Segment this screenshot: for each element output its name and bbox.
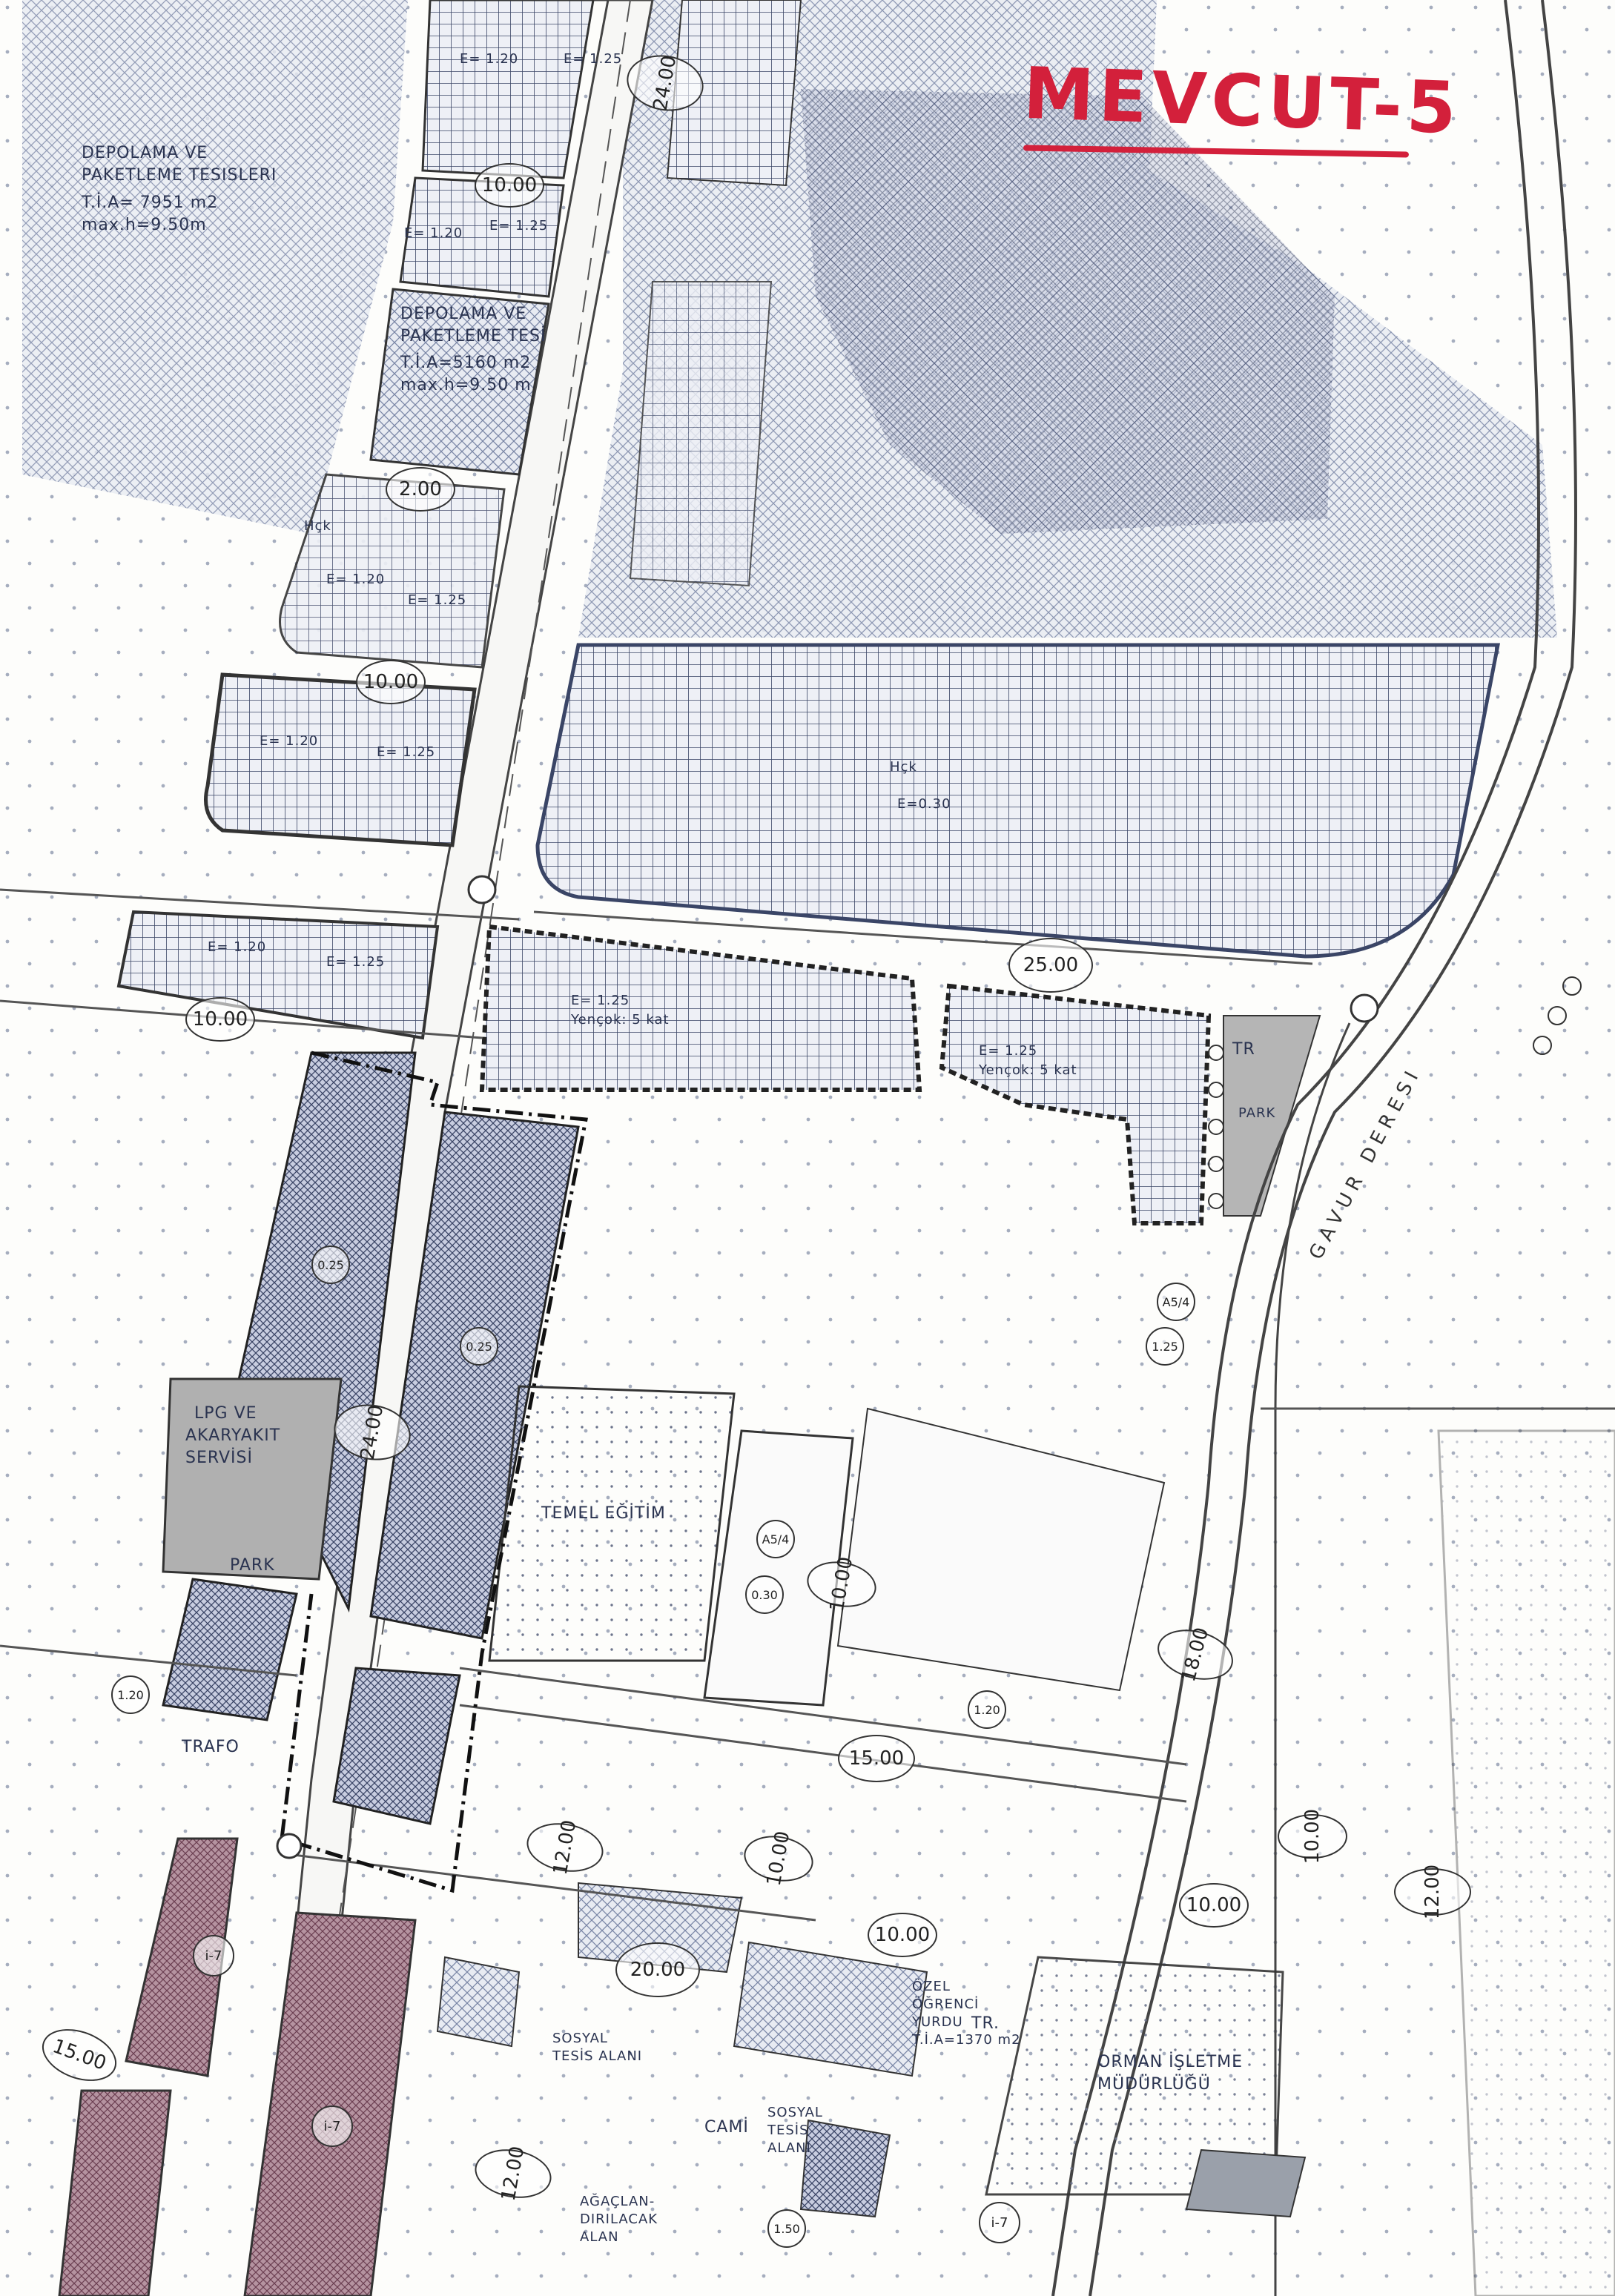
industrial-a: i-7 xyxy=(193,1935,234,1976)
road-width-10c: 10.00 xyxy=(185,997,255,1042)
hcm-label-a: Hçk xyxy=(890,759,917,775)
yurt-line1: ÖZEL xyxy=(912,1979,951,1994)
sosyal-alan-line1: SOSYAL xyxy=(767,2105,823,2120)
road-width-10f: 10.00 xyxy=(868,1913,937,1957)
density-e125-e: E= 1.25 xyxy=(326,954,386,970)
road-width-15a: 15.00 xyxy=(838,1735,915,1782)
depolama-2-line4: max.h=9.50 m xyxy=(400,376,532,394)
apartment-b: A5/4 xyxy=(1157,1283,1195,1321)
agac-line2: DIRILACAK xyxy=(580,2211,658,2227)
depolama-2-line3: T.İ.A=5160 m2 xyxy=(400,354,532,372)
lpg-line3: SERVİSİ xyxy=(185,1449,253,1467)
sosyal-alan-line3: ALANI xyxy=(767,2140,811,2156)
industrial-b: i-7 xyxy=(311,2105,353,2147)
agac-line1: AĞAÇLAN- xyxy=(580,2194,655,2209)
density-e120-b: E= 1.20 xyxy=(404,225,463,241)
density-e125-d: E= 1.25 xyxy=(377,744,436,760)
hcm-label-b: Hçk xyxy=(304,518,331,534)
sosyal-tesis-line2: TESİS ALANI xyxy=(552,2048,643,2064)
cami-label: CAMİ xyxy=(704,2118,749,2137)
density-e120-e: E= 1.20 xyxy=(208,939,267,955)
tr-label-1: TR xyxy=(1232,1040,1255,1059)
road-width-10b: 10.00 xyxy=(356,660,426,704)
tr-label-2: TR. xyxy=(971,2014,1000,2033)
yurt-line3: YURDU xyxy=(912,2014,963,2030)
road-width-10g: 10.00 xyxy=(1179,1883,1249,1928)
road-width-20: 20.00 xyxy=(615,1942,700,1997)
lpg-line1: LPG VE xyxy=(194,1404,257,1423)
ratio-125-a: 1.25 xyxy=(1146,1327,1184,1366)
density-e120-a: E= 1.20 xyxy=(460,51,519,67)
road-width-10a: 10.00 xyxy=(475,163,544,208)
ratio-150: 1.50 xyxy=(767,2209,806,2248)
yencok-2: Yençok: 5 kat xyxy=(979,1062,1077,1078)
temel-egitim-label: TEMEL EĞİTİM xyxy=(541,1504,666,1523)
park-label-left: PARK xyxy=(230,1556,275,1575)
depolama-1-line3: T.İ.A= 7951 m2 xyxy=(82,193,219,212)
road-width-10h: 10.00 xyxy=(1278,1809,1347,1864)
stamp-mevcut: MEVCUT-5 xyxy=(1022,51,1462,150)
depolama-1-line4: max.h=9.50m xyxy=(82,216,207,234)
density-e125-yc1: E= 1.25 xyxy=(571,993,630,1008)
park-label-right: PARK xyxy=(1238,1105,1276,1121)
sosyal-alan-line2: TESİS xyxy=(767,2123,809,2138)
yurt-line4: T.İ.A=1370 m2 xyxy=(912,2032,1021,2048)
road-width-2: 2.00 xyxy=(386,467,455,512)
orman-line1: ORMAN İŞLETME xyxy=(1097,2053,1244,2071)
sosyal-tesis-line1: SOSYAL xyxy=(552,2031,608,2046)
depolama-2-line2: PAKETLEME TESİ xyxy=(400,327,546,345)
density-e030: E=0.30 xyxy=(897,796,951,812)
apartment-a: A5/4 xyxy=(756,1520,795,1558)
road-width-12c: 12.00 xyxy=(1394,1865,1471,1919)
lpg-line2: AKARYAKIT xyxy=(185,1426,281,1445)
density-e125-yc2: E= 1.25 xyxy=(979,1043,1038,1059)
depolama-1-line2: PAKETLEME TESISLERI xyxy=(82,166,277,185)
trafo-label: TRAFO xyxy=(182,1738,240,1756)
ratio-030-a: 0.30 xyxy=(745,1575,784,1614)
density-e125-a: E= 1.25 xyxy=(564,51,623,67)
depolama-2-line1: DEPOLAMA VE xyxy=(400,305,527,323)
density-e120-c: E= 1.20 xyxy=(326,572,386,587)
depolama-1-line1: DEPOLAMA VE xyxy=(82,144,208,162)
density-e120-d: E= 1.20 xyxy=(260,733,319,749)
density-e125-c: E= 1.25 xyxy=(408,592,467,608)
density-e125-b: E= 1.25 xyxy=(489,218,549,234)
ratio-120-b: 1.20 xyxy=(111,1675,150,1714)
industrial-c: i-7 xyxy=(979,2202,1020,2243)
ratio-025-b: 0.25 xyxy=(460,1327,498,1366)
yurt-line2: ÖĞRENCİ xyxy=(912,1996,980,2012)
road-width-25: 25.00 xyxy=(1008,938,1093,993)
yencok-1: Yençok: 5 kat xyxy=(571,1012,670,1028)
ratio-120-a: 1.20 xyxy=(968,1690,1006,1729)
agac-line3: ALAN xyxy=(580,2229,619,2245)
orman-line2: MÜDÜRLÜĞÜ xyxy=(1097,2075,1211,2094)
ratio-025-a: 0.25 xyxy=(311,1245,350,1284)
